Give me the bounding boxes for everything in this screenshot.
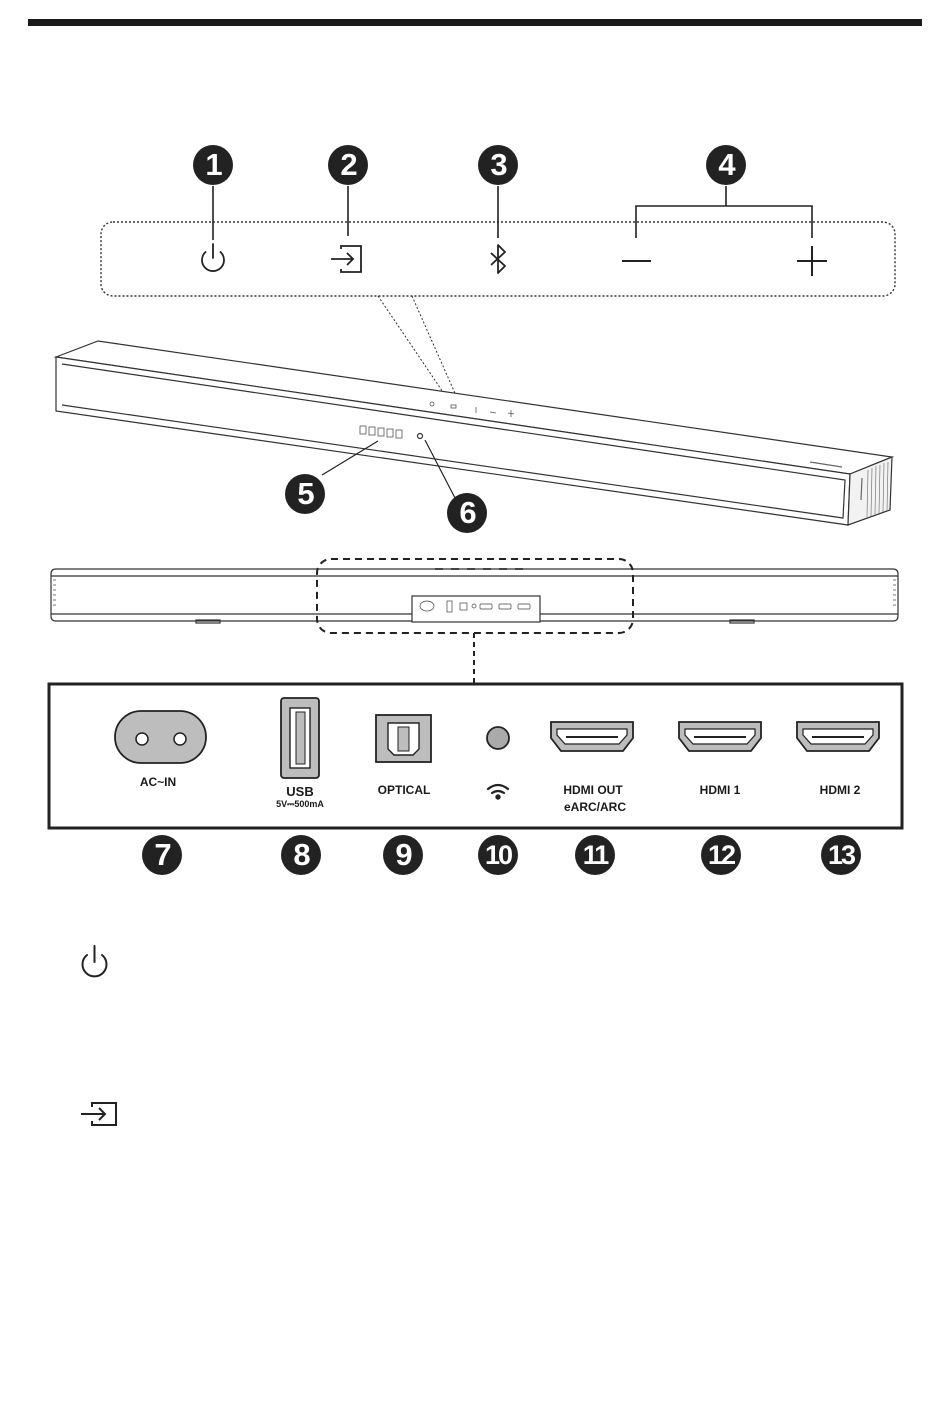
callout-leader-right xyxy=(412,296,458,400)
callout-7: 7 xyxy=(142,835,182,875)
power-icon xyxy=(202,244,224,271)
hdmi1-label: HDMI 1 xyxy=(700,783,741,797)
callout-3: 3 xyxy=(478,145,518,185)
callout-leader-left xyxy=(378,296,447,398)
input-source-icon xyxy=(331,246,361,272)
volume-up-icon xyxy=(797,246,827,276)
callout-2: 2 xyxy=(328,145,368,185)
callout-4: 4 xyxy=(706,145,746,185)
callout-9: 9 xyxy=(383,835,423,875)
optical-port xyxy=(376,715,431,762)
usb-label: USB xyxy=(286,784,313,799)
hdmi-out-earc-label: eARC/ARC xyxy=(564,800,626,814)
hdmi1-port xyxy=(679,722,761,751)
callout-10: 10 xyxy=(478,835,518,875)
callout-12: 12 xyxy=(701,835,741,875)
callout-1: 1 xyxy=(193,145,233,185)
hdmi2-label: HDMI 2 xyxy=(820,783,861,797)
hdmi-out-port xyxy=(551,722,633,751)
callout-6: 6 xyxy=(447,493,487,533)
usb-port xyxy=(281,698,319,778)
ac-in-label: AC~IN xyxy=(140,775,176,789)
hdmi2-port xyxy=(797,722,879,751)
hdmi-out-label: HDMI OUT xyxy=(563,783,622,797)
callout-11: 11 xyxy=(575,835,615,875)
wifi-reset-button xyxy=(487,727,509,749)
bluetooth-icon xyxy=(491,245,505,273)
usb-rating-label: 5V⎓500mA xyxy=(276,799,324,810)
legend-input-source-icon xyxy=(81,1103,116,1125)
callout-13: 13 xyxy=(821,835,861,875)
callout-5: 5 xyxy=(285,474,325,514)
soundbar-rear-view xyxy=(51,569,898,623)
legend-power-icon xyxy=(83,946,107,976)
ac-in-port xyxy=(115,711,206,763)
optical-label: OPTICAL xyxy=(378,783,431,797)
callout-8: 8 xyxy=(281,835,321,875)
